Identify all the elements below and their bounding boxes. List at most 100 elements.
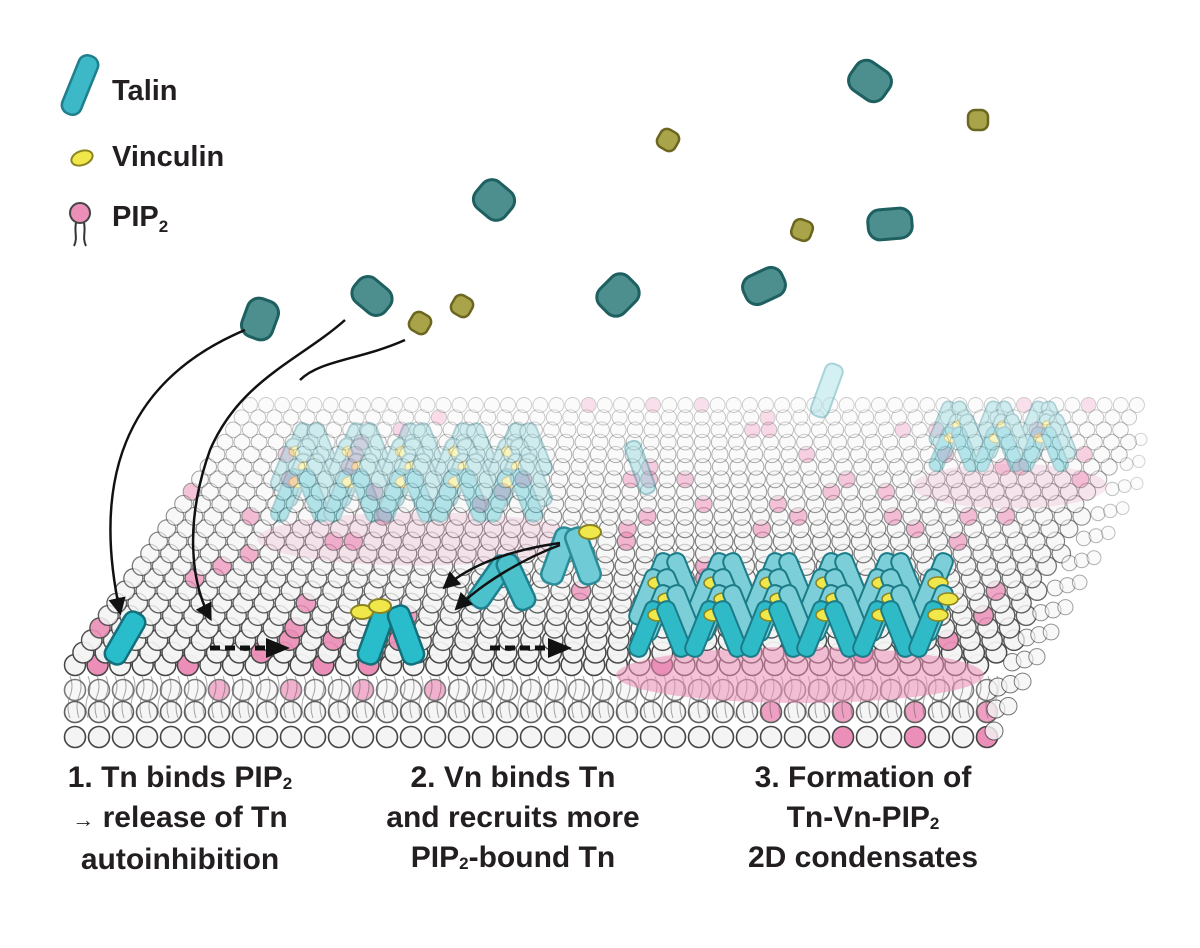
lipid-head <box>1078 482 1097 501</box>
lipid-head <box>277 445 295 464</box>
lipid-head <box>404 433 421 451</box>
lipid-head <box>1023 482 1042 501</box>
lipid-head <box>273 482 293 501</box>
lipid-bilayer <box>63 397 1148 749</box>
lipid-head <box>623 458 641 476</box>
lipid-head <box>612 397 629 413</box>
lipid-head <box>693 433 711 451</box>
lipid-head <box>447 725 471 749</box>
lipid-head <box>365 409 382 426</box>
lipid-head <box>622 470 641 489</box>
pip2-legend-icon <box>69 202 91 247</box>
lipid-head <box>548 397 565 413</box>
lipid-head <box>763 445 781 464</box>
lipid-head <box>451 397 468 413</box>
lipid-head <box>676 445 694 464</box>
lipid-head <box>279 725 303 749</box>
lipid-head <box>615 725 639 749</box>
lipid-head <box>260 445 278 464</box>
step1-bound-talin <box>103 610 147 666</box>
lipid-head <box>831 725 855 749</box>
lipid-head <box>526 421 543 439</box>
lipid-head <box>838 397 855 413</box>
lipid-head <box>728 445 746 464</box>
free-vinculin <box>449 293 475 319</box>
lipid-head <box>63 678 87 702</box>
lipid-head <box>489 433 507 451</box>
lipid-head <box>711 725 735 749</box>
lipid-head <box>640 470 659 489</box>
lipid-head <box>741 397 758 413</box>
free-vinculin-molecules <box>407 108 990 336</box>
lipid-head <box>383 482 402 501</box>
lipid-head <box>348 409 365 426</box>
lipid-head <box>758 397 774 413</box>
lipid-head <box>435 397 452 413</box>
lipid-head <box>645 397 662 413</box>
lipid-head <box>858 409 875 426</box>
lipid-head <box>983 397 1000 413</box>
lipid-head <box>1064 397 1081 413</box>
lipid-head <box>615 700 639 724</box>
lipid-head <box>994 458 1012 476</box>
lipid-head <box>941 458 959 476</box>
lipid-head <box>935 397 952 413</box>
lipid-head <box>365 482 384 501</box>
lipid-head <box>995 421 1012 439</box>
lipid-head <box>316 470 335 489</box>
lipid-head <box>822 482 841 501</box>
lipid-head <box>545 409 562 426</box>
lipid-head <box>660 409 677 426</box>
lipid-head <box>433 445 451 464</box>
lipid-head <box>988 445 1007 464</box>
lipid-head <box>817 458 836 476</box>
lipid-head <box>1029 458 1048 476</box>
lipid-head <box>299 409 316 426</box>
lipid-head <box>693 445 712 464</box>
lipid-head <box>1051 433 1069 451</box>
lipid-head <box>325 421 343 439</box>
lipid-head <box>393 458 412 476</box>
lipid-head <box>1041 482 1060 501</box>
lipid-head <box>459 421 476 439</box>
free-talin <box>866 206 914 242</box>
lipid-head <box>392 421 409 439</box>
lipid-head <box>694 482 713 501</box>
lipid-head <box>627 409 645 426</box>
lipid-head <box>548 482 567 501</box>
lipid-head <box>1000 433 1018 451</box>
lipid-head <box>416 445 434 464</box>
free-talin <box>847 58 893 104</box>
lipid-head <box>207 725 231 749</box>
lipid-head <box>610 421 627 439</box>
lipid-head <box>509 421 527 439</box>
lipid-head <box>381 445 399 464</box>
curved-arrow <box>191 319 346 622</box>
lipid-head <box>358 458 377 476</box>
lipid-head <box>591 700 615 724</box>
lipid-head <box>242 445 261 464</box>
lipid-head <box>927 470 946 489</box>
lipid-head <box>496 409 513 426</box>
lipid-head <box>890 409 908 426</box>
lipid-head <box>760 421 778 439</box>
lipid-head <box>476 421 493 439</box>
lipid-head <box>837 470 856 489</box>
lipid-head <box>322 397 339 413</box>
lipid-head <box>803 482 823 501</box>
free-talin <box>471 178 517 222</box>
lipid-head <box>463 409 480 426</box>
lipid-head <box>593 421 610 439</box>
lipid-head <box>423 678 447 702</box>
lipid-head <box>800 458 818 476</box>
lipid-head <box>903 725 927 749</box>
lipid-head <box>406 470 425 489</box>
lipid-head <box>710 433 728 451</box>
lipid-head <box>183 725 207 749</box>
lipid-head <box>762 433 779 451</box>
lipid-head <box>911 421 928 439</box>
lipid-head <box>523 433 541 451</box>
lipid-head <box>932 433 950 451</box>
lipid-head <box>483 397 500 413</box>
lipid-head <box>1005 409 1023 426</box>
